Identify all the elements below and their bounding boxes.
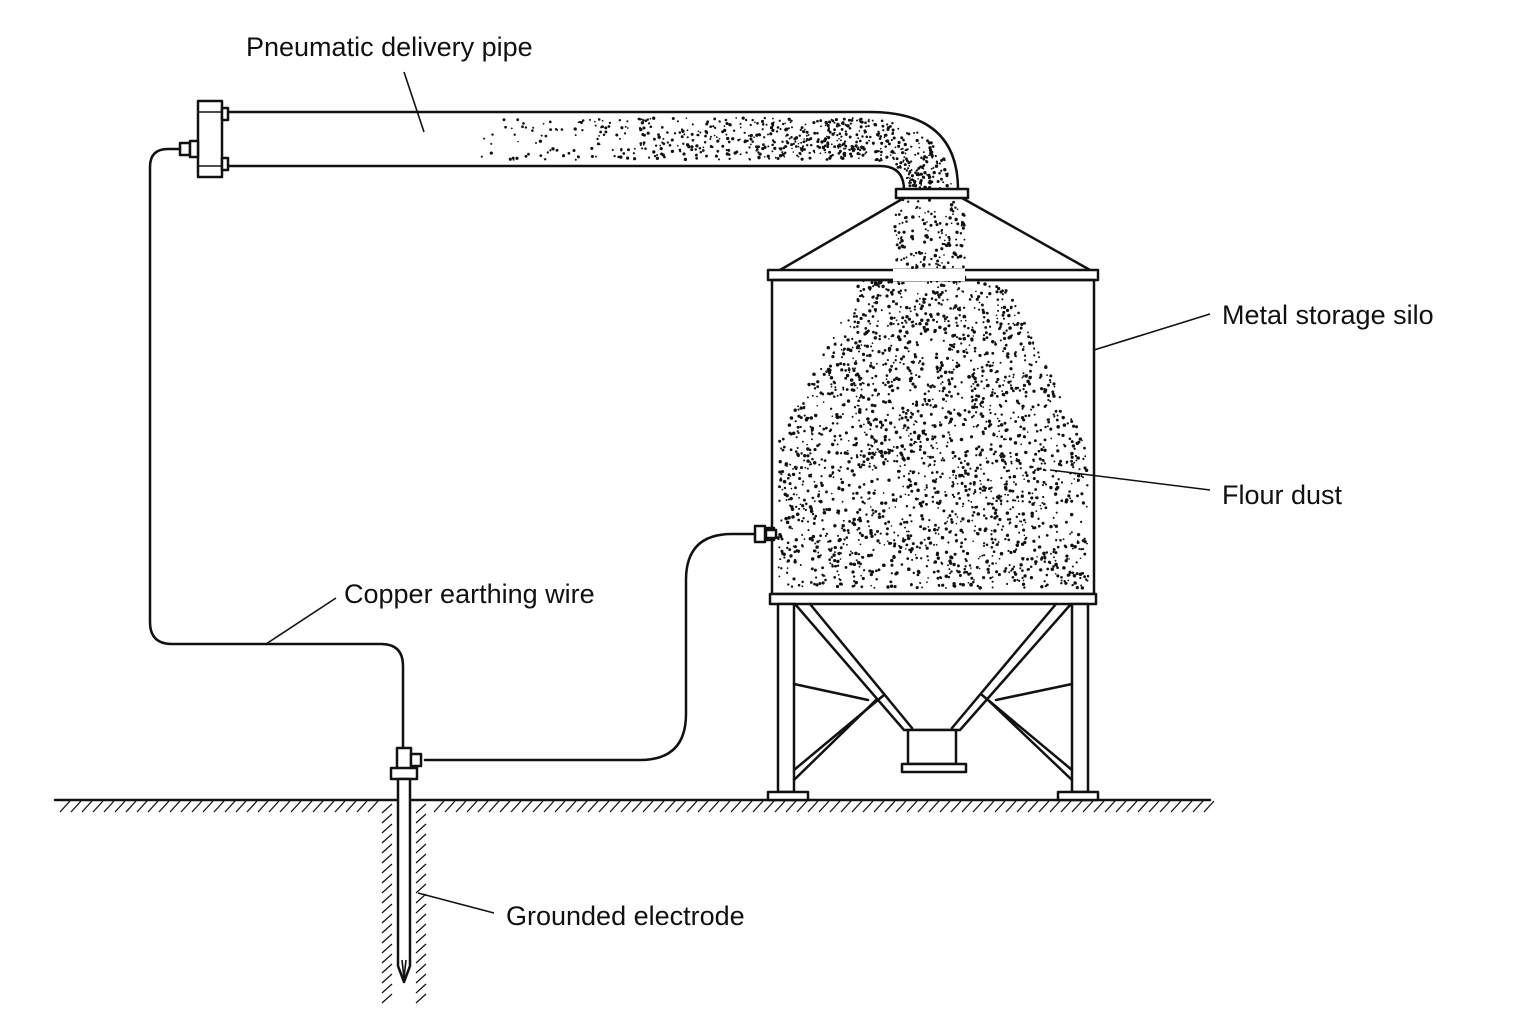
- pipe-flour-particles: [480, 116, 952, 190]
- silo-support-frame: [766, 602, 1100, 802]
- label-metal-storage-silo: Metal storage silo: [1222, 300, 1434, 330]
- label-flour-dust: Flour dust: [1222, 480, 1343, 510]
- ground: [53, 798, 1215, 1004]
- metal-storage-silo: [753, 196, 1100, 606]
- label-grounded-electrode: Grounded electrode: [506, 901, 745, 931]
- label-pneumatic-delivery-pipe: Pneumatic delivery pipe: [246, 32, 533, 62]
- ground-hatching: [59, 800, 1215, 813]
- copper-earthing-wire: [148, 147, 757, 762]
- pneumatic-delivery-pipe: [178, 99, 970, 200]
- flour-dust-particles: [776, 198, 1090, 590]
- electrode-soil-hatching: [381, 803, 427, 1004]
- label-copper-earthing-wire: Copper earthing wire: [344, 579, 595, 609]
- leader-lines: [265, 71, 1211, 914]
- grounded-electrode: [389, 746, 423, 984]
